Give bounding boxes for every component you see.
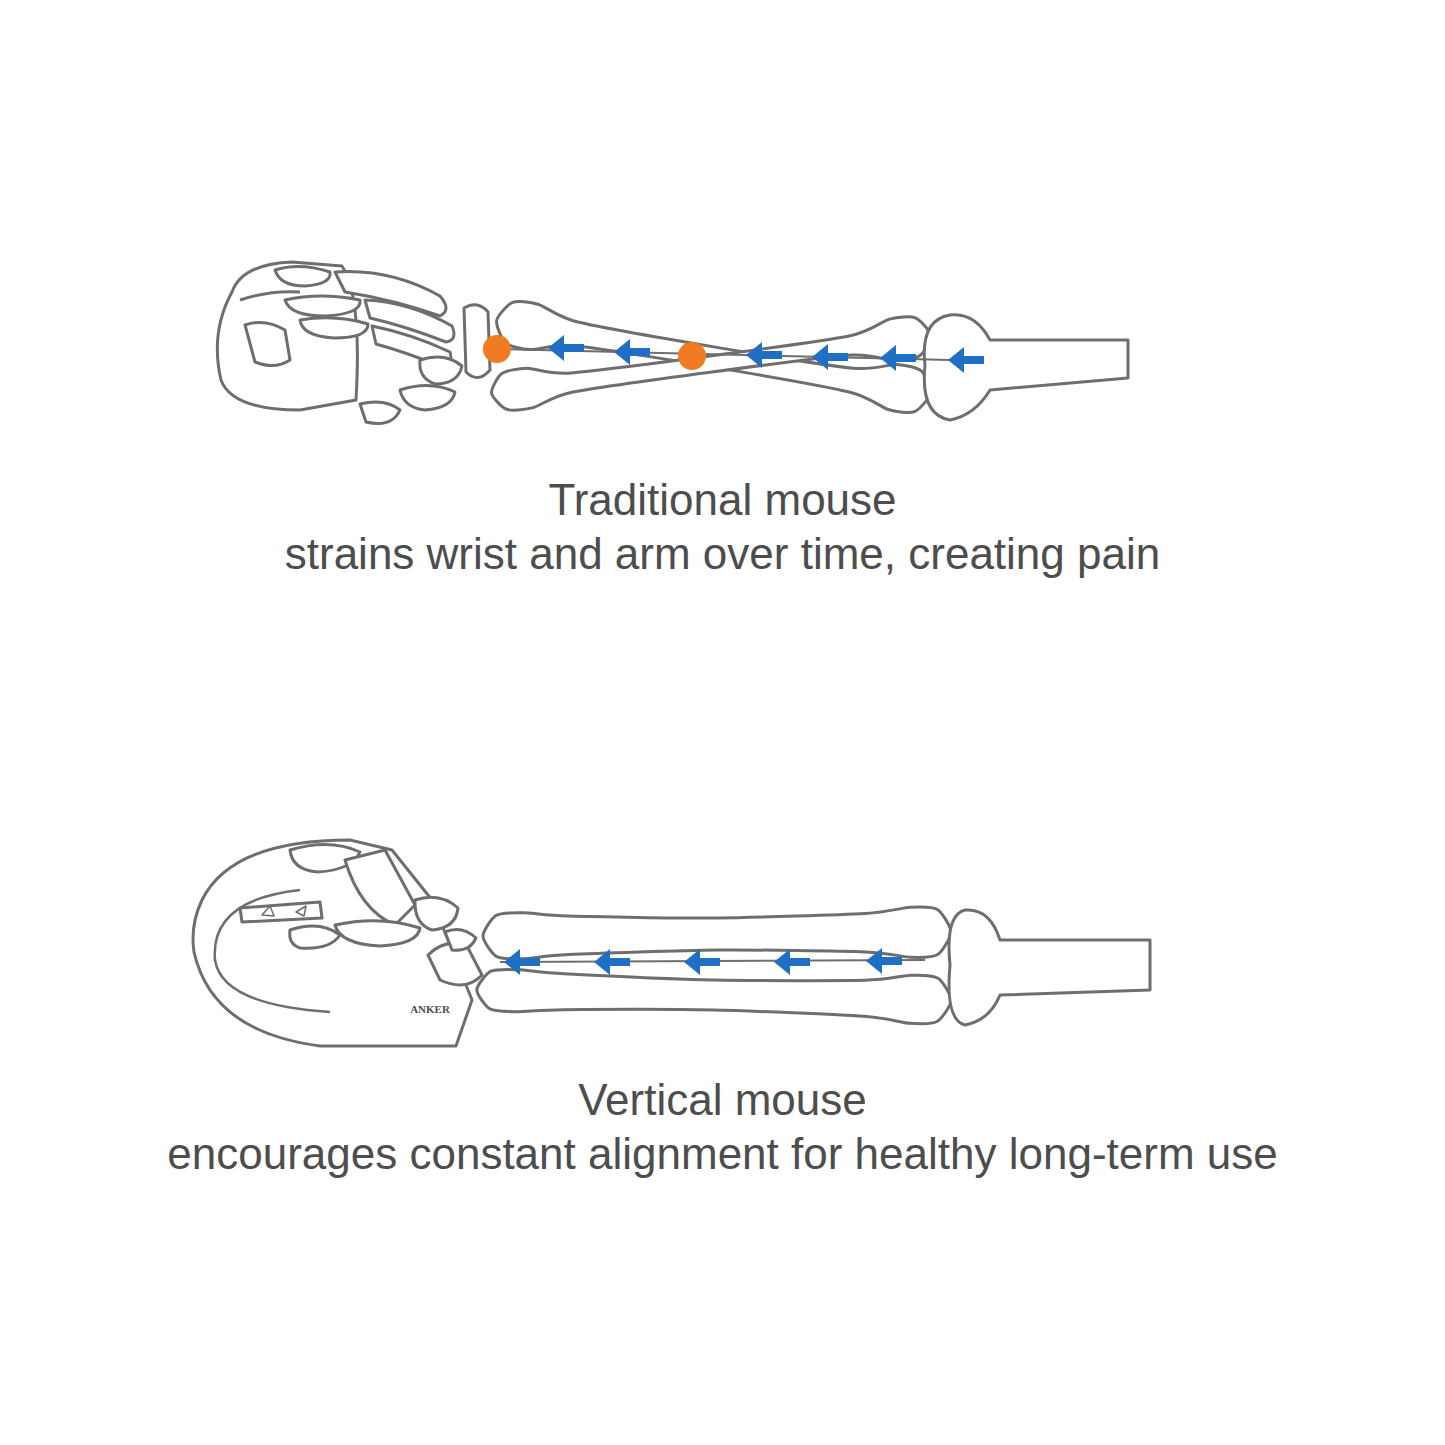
carpal-bone [445, 930, 476, 951]
force-arrow [880, 345, 916, 371]
force-arrow [746, 342, 782, 368]
force-arrow [594, 949, 630, 975]
vertical-arm [193, 840, 1150, 1046]
humerus-bone [949, 910, 1150, 1025]
caption-heading: Vertical mouse [0, 1074, 1445, 1127]
force-arrows [504, 335, 984, 975]
traditional-arm [217, 262, 1128, 424]
force-arrow [684, 949, 720, 975]
force-arrow [614, 339, 650, 365]
force-arrow [548, 335, 584, 361]
force-arrow [504, 949, 540, 975]
brand-logo: ANKER [404, 1003, 456, 1016]
pain-dot [678, 342, 706, 370]
metacarpal [400, 385, 455, 410]
force-arrow [774, 949, 810, 975]
mouse-buttons [240, 902, 322, 922]
finger-bone [285, 296, 360, 316]
caption-heading: Traditional mouse [0, 474, 1445, 527]
finger-bone [300, 318, 368, 338]
pain-dot [483, 335, 511, 363]
caption-text: strains wrist and arm over time, creatin… [0, 528, 1445, 581]
pain-points [483, 335, 706, 370]
force-arrow [948, 347, 984, 373]
carpal-bone [415, 897, 458, 930]
forearm-bone [492, 317, 931, 410]
humerus-bone [924, 315, 1128, 420]
force-arrow [812, 344, 848, 370]
caption-text: encourages constant alignment for health… [0, 1128, 1445, 1181]
metacarpal [335, 921, 420, 946]
finger-bone [360, 402, 400, 424]
button-arrows [262, 906, 306, 916]
thumb-bone [290, 926, 340, 948]
force-arrow [866, 948, 902, 974]
thumb-bone [245, 322, 290, 365]
carpal-bone [420, 357, 462, 384]
mouse-body [193, 840, 472, 1046]
metacarpal [345, 850, 415, 925]
force-lines [500, 349, 950, 962]
mouse-groove [215, 890, 330, 1012]
finger-bone [275, 266, 330, 286]
forearm-bone [477, 969, 951, 1023]
